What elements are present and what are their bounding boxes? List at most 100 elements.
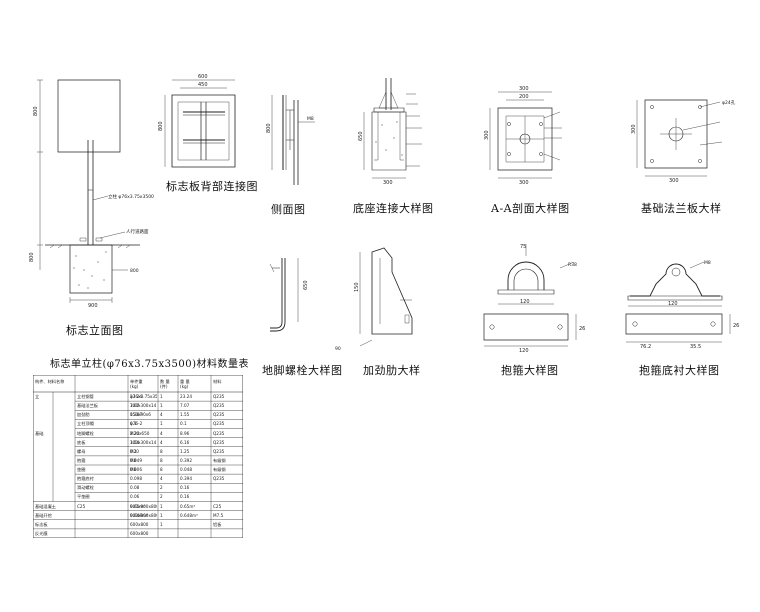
- foundation-block: [70, 245, 112, 293]
- table-value-cell: 1: [160, 421, 163, 427]
- caption-rib: 加劲肋大样: [363, 364, 421, 377]
- table-value-cell: 0.648m³: [180, 512, 198, 518]
- table-value-cell: 0.049: [130, 457, 142, 463]
- table-value-cell: 4: [160, 430, 163, 436]
- table-value-cell: 0.006: [130, 467, 142, 472]
- table-value-cell: 0.16: [180, 494, 190, 500]
- liner-dim-a: 76.2: [640, 344, 651, 350]
- table-value-cell: 8: [160, 448, 163, 454]
- table-spec-cell: φ76-2: [130, 421, 143, 427]
- hoop-top-width-dim: 120: [520, 299, 530, 305]
- base-width-dim: 900: [88, 303, 98, 309]
- caption-section-aa: A-A剖面大样图: [491, 202, 570, 215]
- table-value-cell: Q235: [213, 476, 225, 482]
- table-value-cell: 0.1: [180, 421, 187, 427]
- table-value-cell: 0.392: [180, 457, 192, 463]
- board-height-dim: 800: [33, 106, 39, 116]
- table-value-cell: 0.648m³: [130, 512, 148, 518]
- table-spec-cell: 300x300x14: [130, 403, 157, 409]
- table-value-cell: 2.24: [130, 430, 140, 436]
- table-value-cell: 1: [160, 521, 163, 527]
- table-value-cell: 0.048: [180, 467, 192, 472]
- hoop-plan: [484, 314, 568, 340]
- liner-dim-b: 35.5: [690, 344, 701, 350]
- flange-hole-label: φ24孔: [722, 99, 736, 106]
- hoop-figure: R38 120 120 26 75: [484, 244, 585, 354]
- table-value-cell: 0.1: [130, 448, 137, 454]
- section-inner-dim: 200: [519, 94, 529, 100]
- caption-board-back: 标志板背部连接图: [166, 180, 258, 193]
- table-value-cell: 8.96: [180, 430, 190, 436]
- table-value-cell: Q235: [213, 439, 225, 445]
- table-group-cell: 标志板: [35, 521, 48, 527]
- base-connection-figure: 300 650: [358, 78, 422, 186]
- table-value-cell: 2: [160, 494, 163, 500]
- table-value-cell: 0.1: [130, 421, 137, 427]
- rib-plate: [372, 248, 412, 334]
- table-value-cell: 0.394: [180, 476, 192, 482]
- section-bottom-dim: 300: [519, 180, 529, 186]
- side-hoop-label: M8: [307, 116, 314, 122]
- table-spec-cell: 900x900x800: [130, 512, 157, 518]
- table-spec-cell: M20: [130, 448, 139, 454]
- table-value-cell: Q235: [213, 403, 225, 409]
- caption-anchor-bolt: 地脚螺栓大样图: [262, 364, 343, 377]
- liner-size-dim: 26: [733, 323, 739, 329]
- table-header-cell: 单件重 (kg): [130, 379, 143, 389]
- hoop-size-dim: 26: [579, 326, 585, 332]
- table-value-cell: 8: [160, 467, 163, 472]
- table-value-cell: 8: [160, 457, 163, 463]
- section-side-dim: 300: [484, 130, 490, 140]
- table-header-cell: 数 量 (件): [160, 379, 170, 389]
- board-back-figure: 600 450 800: [158, 74, 235, 167]
- table-value-cell: 有级钢: [213, 457, 226, 463]
- flange-width-dim: 300: [669, 178, 679, 184]
- table-item-cell: 底板: [77, 439, 86, 445]
- table-item-cell: 滑动螺栓: [77, 485, 94, 491]
- caption-hoop-liner: 抱箍底衬大样图: [639, 364, 720, 377]
- table-spec-cell: 300x300x14: [130, 439, 157, 445]
- hoop-top-dim: 75: [520, 244, 526, 250]
- table-value-cell: 有级钢: [213, 467, 226, 472]
- caption-sign-elevation: 标志立面图: [66, 324, 124, 337]
- table-value-cell: 0.08: [130, 485, 140, 491]
- hoop-arc: [508, 262, 544, 290]
- table-group-cell: 基础: [35, 430, 44, 436]
- table-value-cell: 23.24: [130, 394, 142, 399]
- table-header-cell: 构件、材料名称: [35, 379, 65, 384]
- table-header-cell: 重 量 (kg): [180, 379, 190, 389]
- sign-board: [58, 80, 120, 152]
- pole-label: 立柱 φ76x3.75x3500: [108, 193, 154, 200]
- board-width-dim: 600: [198, 74, 208, 80]
- table-spec-cell: 600x800: [130, 530, 149, 536]
- table-value-cell: 0.387: [130, 412, 142, 418]
- table-title: 标志单立柱(φ76x3.75x3500)材料数量表: [50, 359, 250, 370]
- table-item-cell: 地脚螺栓: [77, 430, 94, 436]
- table-value-cell: 0.06: [130, 494, 140, 500]
- table-value-cell: 6.16: [180, 439, 190, 445]
- rib-width-label: 90: [335, 346, 341, 352]
- foundation-label: 800: [130, 268, 139, 274]
- table-group-cell: 基础开挖: [35, 512, 52, 518]
- hoop-liner-figure: M8 120 76.2 35.5 26: [626, 260, 739, 350]
- board-back: [172, 95, 235, 167]
- table-value-cell: 0.65m³: [180, 503, 196, 509]
- table-value-cell: 1: [160, 512, 163, 518]
- table-value-cell: 1.55: [180, 412, 190, 418]
- hoop-liner-profile: [630, 264, 720, 296]
- table-group-cell: 基础混凝土: [35, 503, 56, 509]
- table-value-cell: 1.25: [180, 448, 190, 454]
- table-value-cell: 0.16: [180, 485, 190, 491]
- table-value-cell: 4: [160, 439, 163, 445]
- table-value-cell: 1: [160, 394, 163, 399]
- table-value-cell: 4: [160, 476, 163, 482]
- rib-figure: 150 90: [335, 248, 412, 352]
- hoop-width-dim: 120: [519, 348, 529, 354]
- base-concrete: [372, 112, 406, 170]
- table-header-cell: 材料: [213, 379, 222, 384]
- table-item-cell: 抱箍底衬: [77, 476, 94, 482]
- sign-elevation-figure: 800 800 立柱 φ76x3.75x3500 人行道路面 900 800: [29, 80, 154, 309]
- table-item-cell: C25: [77, 503, 86, 509]
- table-value-cell: 4: [160, 412, 163, 418]
